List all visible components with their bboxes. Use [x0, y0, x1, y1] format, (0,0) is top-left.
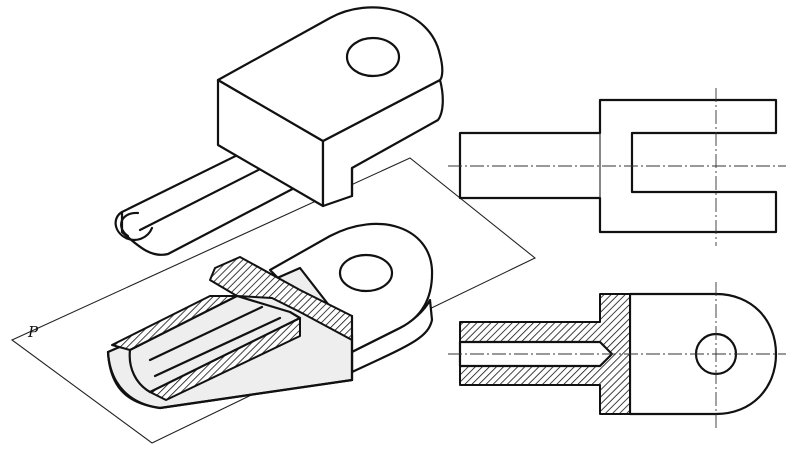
isometric-part-upper: [114, 6, 444, 256]
bore-line-2: [153, 316, 282, 378]
plane-label: P: [27, 323, 39, 341]
lower-outline: [106, 350, 354, 410]
rod-end-bore: [114, 210, 154, 242]
ortho-section-view: [448, 282, 786, 430]
lower-head-hole: [338, 253, 394, 293]
top-view-outline: [458, 98, 778, 234]
cutting-plane: P: [10, 157, 537, 444]
rod-edge: [138, 156, 284, 232]
isometric-part-lower: [106, 222, 434, 410]
rod-end-lip: [120, 211, 140, 238]
section-block: [209, 256, 353, 341]
head-hole: [345, 36, 401, 78]
bore-line-1: [148, 305, 264, 362]
lower-head-front: [350, 298, 434, 374]
ortho-top-view: [448, 88, 786, 246]
